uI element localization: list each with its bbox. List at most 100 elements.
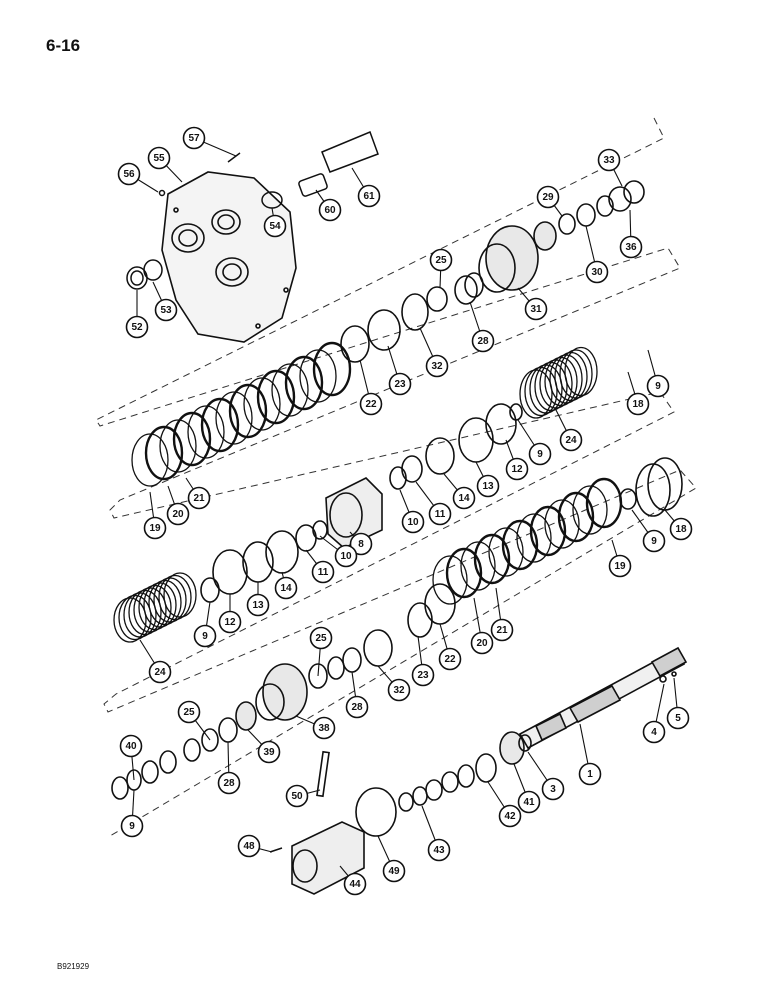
callout-9c: 9 bbox=[193, 601, 217, 648]
callout-label: 56 bbox=[123, 169, 135, 180]
callout-bubble bbox=[438, 647, 462, 671]
output-housing-group bbox=[269, 731, 532, 895]
callout-label: 28 bbox=[351, 702, 363, 713]
callout-label: 42 bbox=[504, 811, 516, 822]
callout-22a: 22 bbox=[359, 359, 383, 416]
callout-bubble bbox=[619, 235, 643, 259]
callout-9a: 9 bbox=[646, 349, 670, 398]
callout-bubble bbox=[263, 214, 287, 238]
housing-cover bbox=[161, 171, 297, 343]
callout-bubble bbox=[217, 771, 241, 795]
callout-bubble bbox=[193, 624, 217, 648]
callout-label: 32 bbox=[393, 685, 405, 696]
callout-bubble bbox=[388, 372, 412, 396]
callout-bubble bbox=[309, 626, 333, 650]
assembly-envelope bbox=[95, 117, 697, 837]
callout-label: 25 bbox=[315, 633, 327, 644]
callout-label: 30 bbox=[591, 267, 603, 278]
callout-bubble bbox=[427, 838, 451, 862]
callout-label: 11 bbox=[318, 567, 329, 578]
callout-54: 54 bbox=[263, 207, 287, 238]
callout-24b: 24 bbox=[139, 639, 172, 684]
callout-label: 33 bbox=[603, 155, 615, 166]
callout-38: 38 bbox=[295, 715, 336, 740]
callout-bubble bbox=[559, 428, 583, 452]
callout-bubble bbox=[148, 660, 172, 684]
callout-label: 22 bbox=[444, 654, 456, 665]
callout-bubble bbox=[218, 610, 242, 634]
callout-24a: 24 bbox=[555, 409, 583, 452]
callout-bubble bbox=[117, 162, 141, 186]
callout-bubble bbox=[411, 663, 435, 687]
callout-bubble bbox=[312, 716, 336, 740]
callout-bubble bbox=[154, 298, 178, 322]
callout-9e: 9 bbox=[120, 789, 144, 838]
callout-bubble bbox=[490, 618, 514, 642]
callout-bubble bbox=[642, 529, 666, 553]
callout-bubble bbox=[343, 872, 367, 896]
callout-bubble bbox=[187, 486, 211, 510]
callout-bubble bbox=[425, 354, 449, 378]
page-number: 6-16 bbox=[46, 36, 81, 55]
callout-bubble bbox=[476, 474, 500, 498]
callout-bubble bbox=[349, 532, 373, 556]
callout-bubble bbox=[334, 544, 358, 568]
callout-label: 12 bbox=[511, 464, 523, 475]
callout-label: 21 bbox=[496, 625, 508, 636]
callout-1: 1 bbox=[578, 723, 602, 786]
main-shaft bbox=[518, 646, 688, 750]
callout-30: 30 bbox=[585, 225, 609, 284]
callout-label: 31 bbox=[530, 304, 542, 315]
callout-layer: 5755565460615253332936302531283223229182… bbox=[117, 126, 693, 896]
callout-57: 57 bbox=[182, 126, 237, 157]
callout-label: 13 bbox=[252, 600, 264, 611]
callout-bubble bbox=[382, 859, 406, 883]
callout-28a: 28 bbox=[469, 301, 495, 353]
callout-5: 5 bbox=[666, 677, 690, 730]
callout-label: 1 bbox=[587, 769, 593, 780]
callout-32a: 32 bbox=[419, 327, 449, 378]
callout-11b: 11 bbox=[305, 549, 335, 584]
callout-label: 10 bbox=[340, 551, 352, 562]
callout-label: 14 bbox=[280, 583, 292, 594]
callout-bubble bbox=[387, 678, 411, 702]
callout-33: 33 bbox=[597, 148, 623, 187]
callout-8: 8 bbox=[349, 531, 373, 556]
callout-bubble bbox=[528, 442, 552, 466]
callout-label: 13 bbox=[482, 481, 494, 492]
callout-label: 11 bbox=[435, 509, 446, 520]
callout-61: 61 bbox=[351, 167, 381, 208]
callout-3: 3 bbox=[527, 751, 565, 801]
callout-label: 9 bbox=[129, 821, 135, 832]
upper-gear-cluster bbox=[340, 180, 645, 363]
callout-13b: 13 bbox=[246, 582, 270, 617]
callout-bubble bbox=[536, 185, 560, 209]
callout-bubble bbox=[246, 593, 270, 617]
callout-label: 8 bbox=[358, 539, 364, 550]
callout-18b: 18 bbox=[664, 509, 693, 541]
callout-9d: 9 bbox=[631, 509, 666, 553]
callout-label: 19 bbox=[614, 561, 626, 572]
callout-41: 41 bbox=[513, 763, 541, 814]
callout-bubble bbox=[177, 700, 201, 724]
callout-label: 29 bbox=[542, 192, 554, 203]
callout-bubble bbox=[318, 198, 342, 222]
callout-bubble bbox=[642, 720, 666, 744]
callout-bubble bbox=[505, 457, 529, 481]
callout-bubble bbox=[345, 695, 369, 719]
callout-bubble bbox=[359, 392, 383, 416]
callout-21a: 21 bbox=[185, 477, 211, 510]
upper-right-spring-pack bbox=[519, 346, 598, 419]
callout-19a: 19 bbox=[143, 491, 167, 540]
callout-label: 52 bbox=[131, 322, 143, 333]
callout-label: 9 bbox=[537, 449, 543, 460]
callout-44: 44 bbox=[339, 865, 367, 896]
callout-31: 31 bbox=[517, 287, 548, 321]
callout-25b: 25 bbox=[309, 626, 333, 677]
callout-48: 48 bbox=[237, 834, 273, 858]
callout-bubble bbox=[285, 784, 309, 808]
callout-36: 36 bbox=[619, 209, 643, 259]
callout-25c: 25 bbox=[177, 700, 211, 741]
callout-4: 4 bbox=[642, 683, 666, 744]
lower-left-spring-pack bbox=[113, 572, 197, 643]
